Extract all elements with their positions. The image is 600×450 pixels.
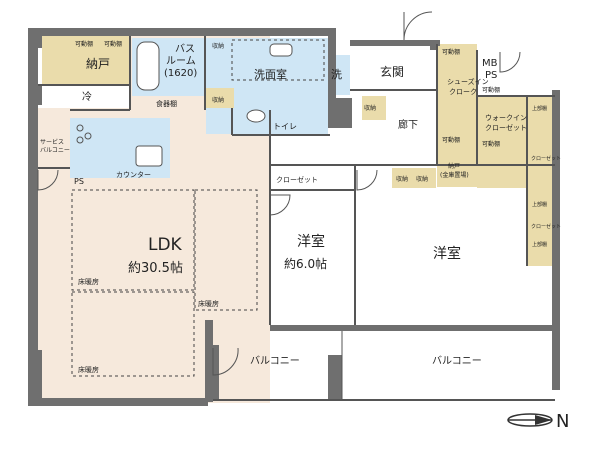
toilet-label: トイレ (273, 122, 297, 131)
storage-r2: 収納 (416, 175, 428, 183)
storage-hall-floor (362, 96, 386, 120)
nando-safe-line1: 納戸 (448, 162, 460, 170)
storage-r-floor (392, 168, 436, 188)
walkin-line1: ウォークイン (485, 114, 527, 122)
bathtub (136, 41, 160, 91)
compass-icon (507, 413, 553, 427)
storage-bath-2: 収納 (212, 96, 224, 104)
mbps-line1: MB (482, 58, 498, 69)
shoe-closet-floor (437, 44, 477, 164)
hallway-label: 廊下 (398, 118, 418, 131)
burner-3 (76, 136, 84, 144)
stove-area (70, 118, 95, 148)
room1-size: 約6.0帖 (284, 256, 327, 271)
movable-shelf-6: 可動棚 (482, 140, 500, 148)
storage-hall: 収納 (364, 104, 376, 112)
service-balcony-line1: サービス (40, 138, 64, 146)
ldk-name: LDK (148, 235, 183, 255)
storage-floor (42, 35, 130, 85)
wash-basin (269, 43, 293, 57)
burner-1 (76, 124, 84, 132)
shoe-closet-line1: シューズイン (447, 77, 489, 86)
storage-r1: 収納 (396, 175, 408, 183)
bath-line3: (1620) (164, 68, 197, 79)
closet-small-label: クローゼット (276, 175, 318, 184)
counter-label: カウンター (116, 170, 151, 179)
floor-heating-areas (71, 39, 325, 377)
storage-name: 納戸 (86, 57, 110, 71)
walkin-line2: クローゼット (485, 123, 527, 132)
closet-v1: クローゼット (531, 155, 561, 162)
upper-shelf-2: 上部棚 (532, 201, 547, 208)
movable-shelf-2: 可動棚 (104, 40, 122, 48)
doors (37, 11, 521, 376)
interior-walls (38, 36, 555, 325)
movable-shelf-5: 可動棚 (482, 86, 500, 94)
wash-label: 洗 (331, 68, 342, 81)
upper-shelf-floor (527, 96, 555, 266)
bath-line1: バス (175, 43, 195, 55)
burner-2 (84, 132, 92, 140)
food-shelf-label: 食器棚 (156, 99, 177, 108)
mbps-line2: PS (485, 70, 497, 81)
storage-bath-1: 収納 (212, 42, 224, 50)
upper-shelf-3: 上部棚 (532, 241, 547, 248)
movable-shelf-1: 可動棚 (75, 40, 93, 48)
balcony-1: バルコニー (250, 355, 300, 367)
washroom-label: 洗面室 (254, 67, 287, 81)
ldk-size: 約30.5帖 (128, 261, 183, 276)
room2-name: 洋室 (433, 245, 461, 262)
storage-bath-floor (206, 88, 234, 108)
service-balcony-line2: バルコニー (40, 147, 70, 154)
shoe-closet-line2: クローク (449, 88, 477, 96)
entrance-label: 玄関 (380, 64, 404, 79)
walls (28, 28, 560, 406)
nando-safe-floor (437, 155, 489, 187)
floor-heat-1: 床暖房 (78, 277, 99, 286)
kitchen-sink (135, 145, 163, 167)
floor-heat-2: 床暖房 (198, 299, 219, 308)
room1-name: 洋室 (297, 233, 325, 250)
bath-line2: ルーム (166, 55, 196, 67)
balcony-2: バルコニー (432, 355, 482, 367)
closet-v2: クローゼット (531, 223, 561, 230)
washroom-floor (206, 38, 328, 134)
floor-heat-3: 床暖房 (78, 365, 99, 374)
movable-shelf-4: 可動棚 (442, 136, 460, 144)
movable-shelf-3: 可動棚 (442, 48, 460, 56)
nando-safe-line2: (金庫置場) (440, 171, 469, 179)
fridge-label: 冷 (82, 90, 92, 103)
ps-label: PS (74, 177, 84, 186)
north-mark: N (556, 411, 569, 432)
toilet-bowl (246, 109, 266, 123)
upper-shelf-1: 上部棚 (532, 105, 547, 112)
